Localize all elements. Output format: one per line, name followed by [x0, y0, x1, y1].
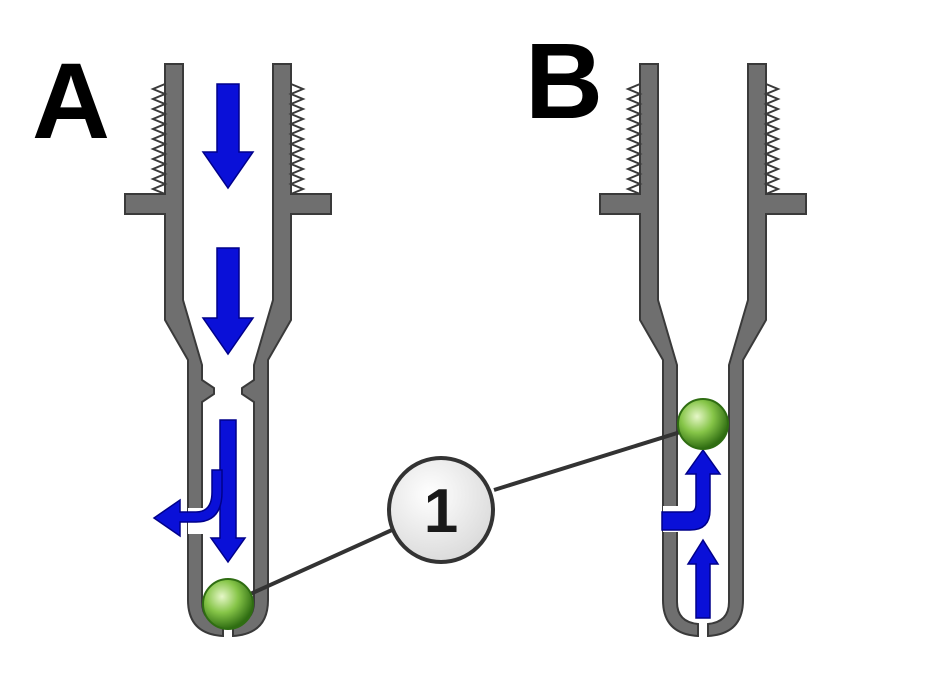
- thread-edge: [763, 83, 781, 195]
- arrow-icon: [152, 469, 223, 538]
- panel-label-a: A: [32, 40, 110, 161]
- thread-edge: [288, 83, 306, 195]
- flow-arrows: [152, 83, 722, 619]
- valve-left-wall: [124, 63, 224, 638]
- leader-line-b: [493, 423, 704, 492]
- arrow-icon: [201, 247, 255, 356]
- thread-edge: [150, 83, 168, 195]
- leader-lines: [227, 423, 704, 606]
- valve-right-wall: [707, 63, 807, 638]
- arrow-icon: [661, 448, 722, 531]
- arrow-icon: [201, 83, 255, 190]
- callout-number: 1: [424, 477, 458, 546]
- valve-right-wall: [232, 63, 332, 638]
- panel-label-b: B: [525, 20, 603, 141]
- thread-edge: [625, 83, 643, 195]
- check-ball-icon: [202, 578, 254, 630]
- valve-left-wall: [599, 63, 699, 638]
- arrow-icon: [686, 538, 720, 619]
- callout-circle: [387, 456, 495, 564]
- threads: [150, 83, 781, 195]
- arrow-icon: [209, 419, 247, 564]
- check-ball-icon: [677, 398, 729, 450]
- leader-line-a: [227, 528, 393, 606]
- callout-1: 1: [387, 456, 495, 564]
